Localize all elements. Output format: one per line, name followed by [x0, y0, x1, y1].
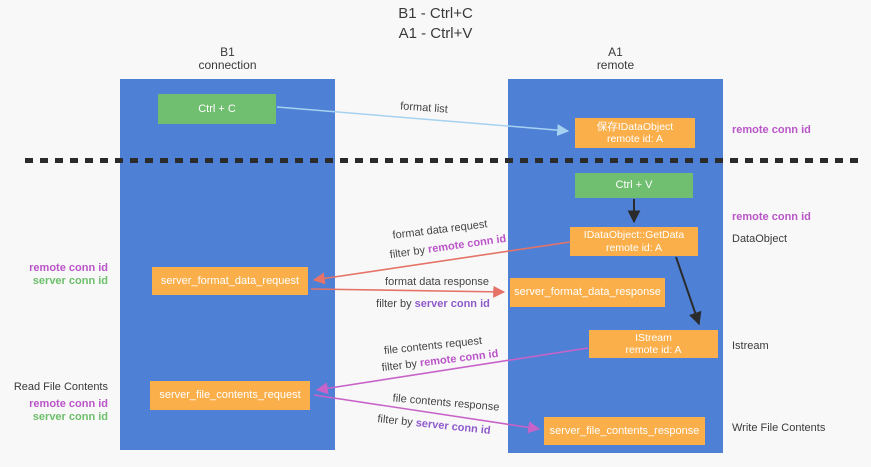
- column-header-b1-name: B1: [220, 45, 235, 59]
- column-header-a1-name: A1: [608, 45, 623, 59]
- node-server-format-data-request-label: server_format_data_request: [160, 274, 300, 287]
- filter-key-server-conn-id: server conn id: [414, 298, 490, 310]
- annotation-server-conn-id-left-1: server conn id: [32, 275, 108, 287]
- node-server-format-data-request: server_format_data_request: [152, 267, 308, 295]
- column-header-a1: A1 remote: [508, 46, 723, 72]
- filter-by-text: filter by: [389, 244, 426, 262]
- filter-by-text: filter by: [376, 413, 414, 429]
- annotation-istream: Istream: [732, 340, 769, 352]
- node-ctrl-v: Ctrl + V: [575, 173, 693, 198]
- node-istream-line2: remote id: A: [625, 344, 682, 356]
- node-save-dataobject-line1: 保存IDataObject: [596, 120, 674, 133]
- node-idataobject-getdata-line1: IDataObject::GetData: [583, 229, 685, 241]
- node-server-file-contents-response: server_file_contents_response: [544, 417, 705, 445]
- node-ctrl-c-label: Ctrl + C: [198, 102, 236, 115]
- diagram-title: B1 - Ctrl+C A1 - Ctrl+V: [0, 4, 871, 44]
- node-idataobject-getdata: IDataObject::GetData remote id: A: [570, 227, 698, 256]
- annotation-write-file-contents: Write File Contents: [732, 422, 826, 434]
- format-data-response-arrow: [310, 285, 506, 298]
- node-save-dataobject-line2: remote id: A: [606, 133, 664, 145]
- annotation-left-conn-ids: remote conn id server conn id: [8, 262, 108, 288]
- column-header-b1: B1 connection: [120, 46, 335, 72]
- node-ctrl-v-label: Ctrl + V: [615, 179, 653, 191]
- edge-label-file-contents-response: file contents response: [392, 392, 500, 414]
- edge-label-file-contents-response-filter: filter by server conn id: [377, 413, 491, 437]
- column-header-a1-role: remote: [596, 58, 635, 72]
- title-line-2: A1 - Ctrl+V: [398, 25, 473, 42]
- edge-label-format-list: format list: [399, 100, 449, 116]
- title-line-1: B1 - Ctrl+C: [398, 5, 473, 22]
- separator-dashed-line: [25, 158, 858, 163]
- annotation-server-conn-id-left-2: server conn id: [32, 411, 108, 423]
- node-server-format-data-response: server_format_data_response: [510, 278, 665, 307]
- filter-by-text: filter by: [381, 357, 418, 375]
- annotation-read-file-block: Read File Contents remote conn id server…: [8, 381, 108, 424]
- annotation-remote-conn-id-1: remote conn id: [732, 124, 811, 136]
- node-server-file-contents-request-label: server_file_contents_request: [159, 389, 301, 401]
- annotation-remote-conn-id-left-1: remote conn id: [29, 262, 108, 274]
- annotation-dataobject: DataObject: [732, 233, 788, 245]
- node-server-file-contents-request: server_file_contents_request: [150, 381, 310, 410]
- filter-by-text: filter by: [376, 298, 412, 310]
- node-idataobject-getdata-line2: remote id: A: [605, 241, 663, 254]
- edge-label-format-data-response-filter: filter by server conn id: [376, 298, 490, 310]
- node-istream-line1: IStream: [635, 331, 672, 344]
- node-save-dataobject: 保存IDataObject remote id: A: [575, 118, 695, 148]
- annotation-remote-conn-id-left-2: remote conn id: [29, 398, 108, 410]
- node-server-format-data-response-label: server_format_data_response: [514, 286, 661, 298]
- annotation-read-file-contents: Read File Contents: [13, 381, 108, 393]
- node-istream: IStream remote id: A: [589, 330, 718, 358]
- annotation-remote-conn-id-2: remote conn id: [732, 211, 811, 223]
- filter-key-remote-conn-id: remote conn id: [427, 232, 507, 256]
- node-ctrl-c: Ctrl + C: [158, 94, 276, 124]
- node-server-file-contents-response-label: server_file_contents_response: [549, 424, 700, 437]
- edge-label-format-data-response: format data response: [385, 276, 489, 288]
- filter-key-server-conn-id: server conn id: [415, 417, 492, 437]
- column-header-b1-role: connection: [198, 58, 257, 72]
